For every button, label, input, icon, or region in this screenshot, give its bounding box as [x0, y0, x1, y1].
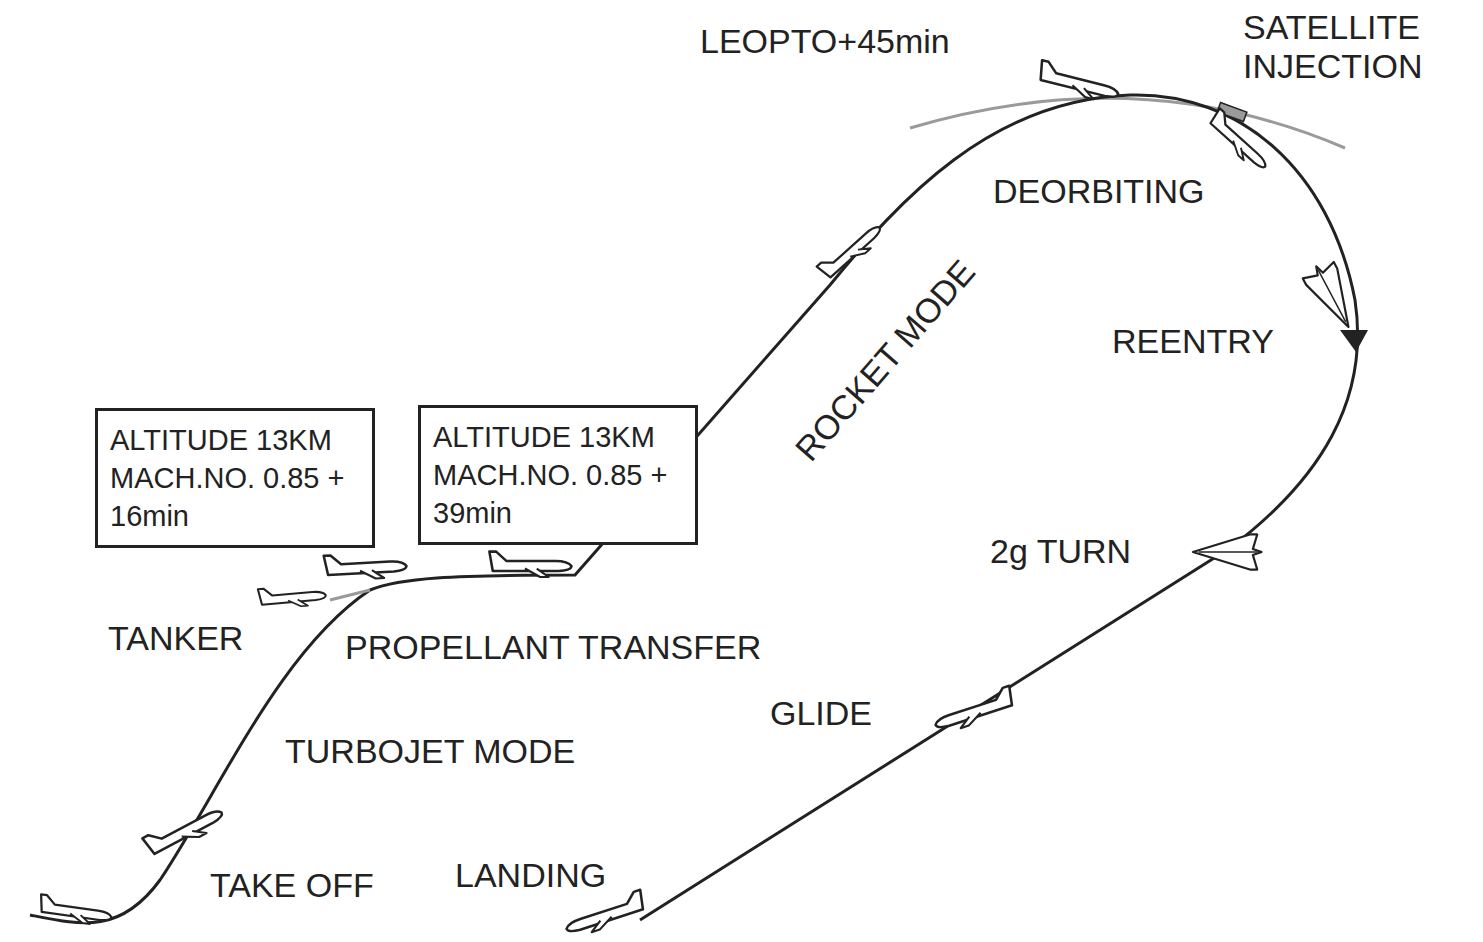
aircraft-icon — [931, 686, 1017, 736]
orbit-arc — [910, 98, 1345, 148]
aircraft-icon — [1205, 108, 1274, 173]
phase-label: GLIDE — [770, 694, 872, 733]
phase-label: TAKE OFF — [210, 866, 374, 905]
flight-condition-box: ALTITUDE 13KM MACH.NO. 0.85 + 39min — [418, 405, 698, 545]
aircraft-icon — [489, 552, 571, 577]
phase-label: SATELLITE INJECTION — [1243, 8, 1475, 86]
turning-vehicle-icon — [1193, 534, 1262, 569]
phase-label: PROPELLANT TRANSFER — [345, 628, 761, 667]
trajectory-line — [30, 95, 1358, 923]
phase-label: TANKER — [108, 619, 243, 658]
phase-label: TURBOJET MODE — [285, 732, 575, 771]
phase-label: DEORBITING — [993, 172, 1205, 211]
box-text: ALTITUDE 13KM MACH.NO. 0.85 + 39min — [433, 418, 683, 532]
phase-label: 2g TURN — [990, 532, 1131, 571]
phase-label: ROCKET MODE — [787, 252, 982, 468]
arrowhead — [1340, 330, 1368, 352]
box-text: ALTITUDE 13KM MACH.NO. 0.85 + 16min — [110, 421, 360, 535]
aircraft-icon — [817, 218, 886, 283]
aircraft-icon — [562, 890, 648, 940]
aircraft-icon — [142, 800, 226, 861]
flight-condition-box: ALTITUDE 13KM MACH.NO. 0.85 + 16min — [95, 408, 375, 548]
aircraft-icon — [38, 894, 113, 926]
phase-label: LANDING — [455, 856, 606, 895]
aircraft-icon — [324, 551, 407, 581]
aircraft-icon — [1036, 60, 1122, 104]
refuel-boom — [330, 590, 370, 600]
reentry-vehicle-icon — [1301, 258, 1364, 335]
phase-label: REENTRY — [1112, 322, 1274, 361]
tanker-icon — [258, 583, 327, 610]
phase-label: LEOPTO+45min — [700, 22, 950, 61]
